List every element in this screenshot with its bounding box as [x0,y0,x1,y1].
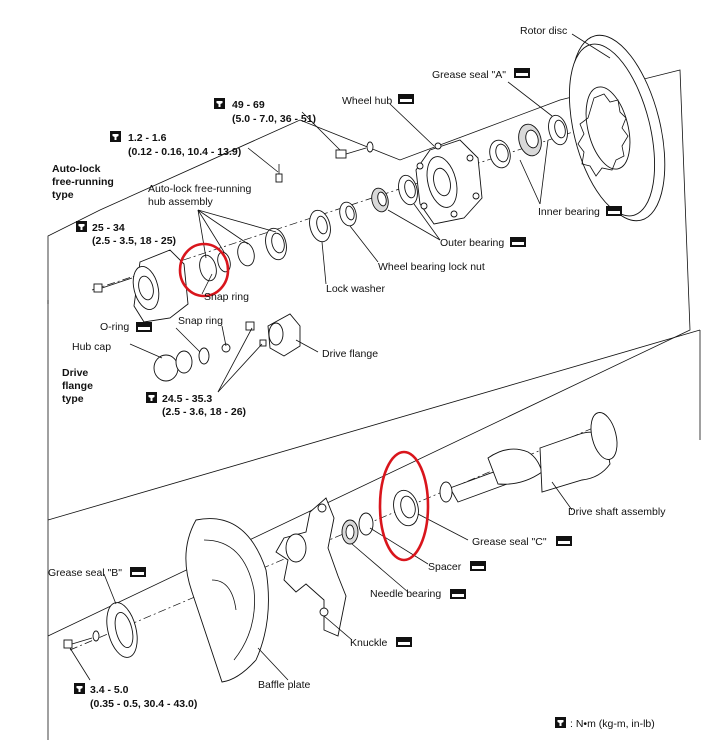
label-auto-lock-assembly-2: hub assembly [148,196,214,208]
grease-seal-b-part [63,602,138,658]
grease-icon [130,567,146,577]
rotor-disc [568,34,666,222]
hub-cap-part [153,347,210,382]
torque-3-main: 25 - 34 [92,222,125,234]
torque-wrench-icon [555,717,566,728]
label-drive-flange: Drive flange [322,348,378,360]
torque-5-main: 3.4 - 5.0 [90,684,129,696]
highlight-grease-seal-c [378,450,430,562]
label-o-ring: O-ring [100,321,129,333]
torque-4-main: 24.5 - 35.3 [162,393,212,405]
small-screw-part [275,164,283,183]
inner-bearing-part [489,123,542,169]
grease-seal-a-part [548,114,568,146]
label-wheel-hub: Wheel hub [342,95,392,107]
drive-shaft-part [439,412,618,503]
torque-wrench-icon [214,98,225,109]
part-labels: Rotor disc Grease seal "A" Wheel hub Inn… [48,25,666,691]
outer-bearing-part [371,174,418,213]
lock-nut-part [339,201,357,227]
grease-seal-c-part [393,489,419,527]
torque-2-main: 1.2 - 1.6 [128,132,167,144]
hub-assembly-bolt-part [93,277,133,293]
label-hub-cap: Hub cap [72,341,111,353]
grease-icon [470,561,486,571]
highlight-marks [178,242,430,562]
axis-lines [69,109,641,651]
highlight-snap-ring [178,242,230,298]
frame-lines [47,69,701,740]
torque-3-sub: (2.5 - 3.5, 18 - 25) [92,235,176,247]
label-outer-bearing: Outer bearing [440,237,504,249]
grease-icon [450,589,466,599]
grease-icon [514,68,530,78]
legend-units: : N•m (kg-m, in-lb) [570,718,655,730]
label-auto-lock-type-3: type [52,189,74,201]
grease-icon [606,206,622,216]
leader-lines [69,33,611,681]
torque-2-sub: (0.12 - 0.16, 10.4 - 13.9) [128,146,241,158]
label-snap-ring-1: Snap ring [204,291,249,303]
baffle-plate-part [185,518,269,683]
knuckle-part [275,497,347,637]
drive-flange-part [221,313,301,357]
label-grease-seal-c: Grease seal "C" [472,536,547,548]
wheel-hub-part [415,139,483,225]
label-drive-flange-type-1: Drive [62,367,88,379]
label-knuckle: Knuckle [350,637,388,649]
label-needle-bearing: Needle bearing [370,588,441,600]
grease-icon [556,536,572,546]
lock-washer-part [309,209,331,243]
label-drive-flange-type-2: flange [62,380,93,392]
grease-icon [396,637,412,647]
grease-icon [136,322,152,332]
torque-wrench-icon [76,221,87,232]
label-lock-washer: Lock washer [326,283,385,295]
label-spacer: Spacer [428,561,462,573]
torque-wrench-icon [110,131,121,142]
label-snap-ring-2: Snap ring [178,315,223,327]
torque-4-sub: (2.5 - 3.6, 18 - 26) [162,406,246,418]
torque-labels: 49 - 69 (5.0 - 7.0, 36 - 51) 1.2 - 1.6 (… [90,99,316,710]
grease-icon [398,94,414,104]
label-grease-seal-b: Grease seal "B" [48,567,122,579]
grease-icon [510,237,526,247]
torque-5-sub: (0.35 - 0.5, 30.4 - 43.0) [90,698,197,710]
needle-bearing-part [341,512,374,545]
torque-wrench-icon [74,683,85,694]
label-drive-flange-type-3: type [62,393,84,405]
label-grease-seal-a: Grease seal "A" [432,69,506,81]
label-auto-lock-type-2: free-running [52,176,114,188]
hub-bolt-part [335,141,374,159]
grease-icons [130,68,622,647]
label-rotor-disc: Rotor disc [520,25,567,37]
label-auto-lock-type-1: Auto-lock [52,163,101,175]
label-lock-nut: Wheel bearing lock nut [378,261,485,273]
label-inner-bearing: Inner bearing [538,206,600,218]
label-auto-lock-assembly-1: Auto-lock free-running [148,183,251,195]
auto-lock-hub-part [132,227,287,323]
label-drive-shaft-assembly: Drive shaft assembly [568,506,666,518]
torque-1-sub: (5.0 - 7.0, 36 - 51) [232,113,316,125]
label-baffle-plate: Baffle plate [258,679,311,691]
type-labels: Auto-lock free-running type Drive flange… [52,163,114,405]
torque-icons [74,98,566,728]
torque-wrench-icon [146,392,157,403]
torque-1-main: 49 - 69 [232,99,265,111]
